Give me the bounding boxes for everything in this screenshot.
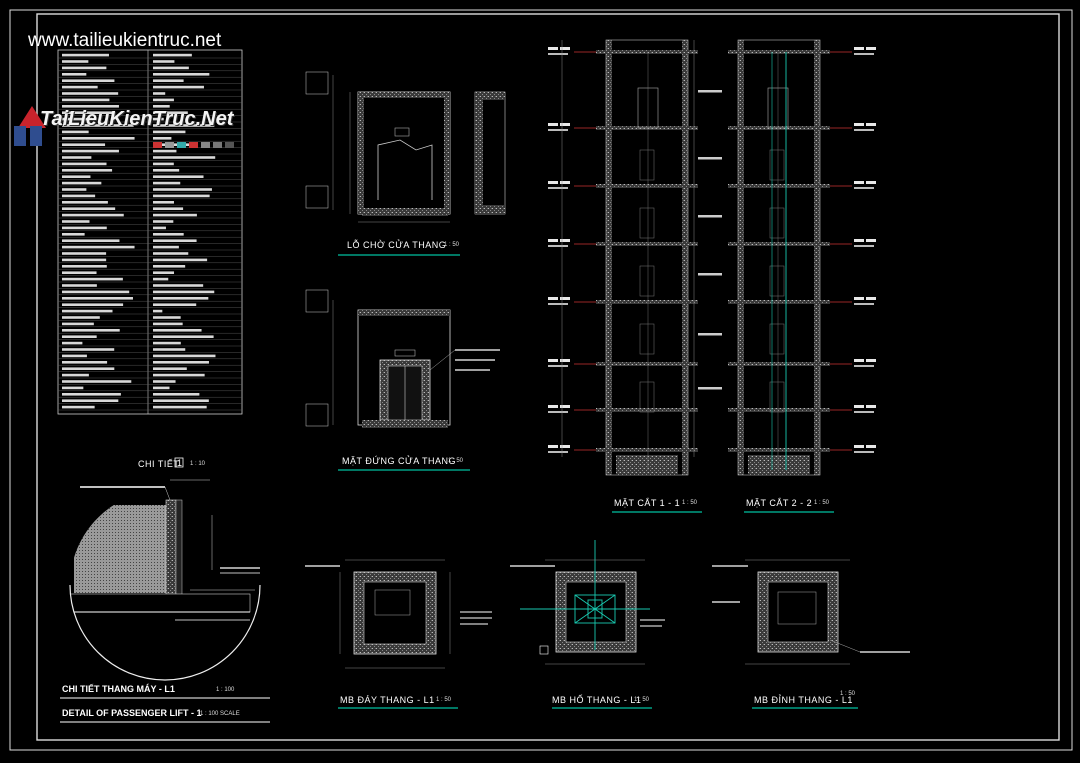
sheet-title-scale: 1 : 100 <box>216 687 235 693</box>
chi-tiet-number: 1 <box>177 458 183 468</box>
sheet-title-vi: CHI TIẾT THANG MÁY - L1 <box>62 684 175 694</box>
watermark-url: www.tailieukientruc.net <box>28 30 222 51</box>
scale-lo-cho-cua: 1 : 50 <box>444 242 460 248</box>
title-mat-cat-1: MẶT CẮT 1 - 1 <box>614 498 681 508</box>
spec-table <box>57 49 243 415</box>
title-mat-cat-2: MẶT CẮT 2 - 2 <box>746 498 813 508</box>
scale-mb-ho: 1 : 50 <box>634 697 650 703</box>
scale-mb-day: 1 : 50 <box>436 697 452 703</box>
scale-mat-cat-2: 1 : 50 <box>814 500 830 506</box>
scale-mat-dung-cua: 1 : 50 <box>448 458 464 464</box>
watermark-logo-text: TaiLieuKienTruc.Net <box>40 108 234 130</box>
scale-chi-tiet: 1 : 10 <box>190 461 206 467</box>
title-mb-dinh: MB ĐỈNH THANG - L1 <box>754 695 853 705</box>
title-chi-tiet: CHI TIẾT <box>138 459 180 469</box>
title-mat-dung-cua: MẶT ĐỨNG CỬA THANG <box>342 456 457 466</box>
section-drawings <box>548 39 876 513</box>
title-mb-ho: MB HỐ THANG - L1 <box>552 695 642 705</box>
door-opening-drawing <box>305 71 506 256</box>
sheet-title-lines <box>60 697 270 723</box>
sheet-border <box>9 9 1073 751</box>
sheet-title-en: DETAIL OF PASSENGER LIFT - 1 <box>62 708 202 718</box>
plan-drawings <box>305 540 910 709</box>
circle-detail <box>69 457 261 681</box>
watermark-logo-icon <box>14 102 46 150</box>
scale-mb-dinh: 1 : 50 <box>840 691 856 697</box>
door-elevation-drawing <box>305 289 500 471</box>
sheet-title-scale-en: 1 : 100 SCALE <box>200 711 240 717</box>
title-lo-cho-cua: LỖ CHỜ CỬA THANG <box>347 240 447 250</box>
title-mb-day: MB ĐÁY THANG - L1 <box>340 695 435 705</box>
scale-mat-cat-1: 1 : 50 <box>682 500 698 506</box>
